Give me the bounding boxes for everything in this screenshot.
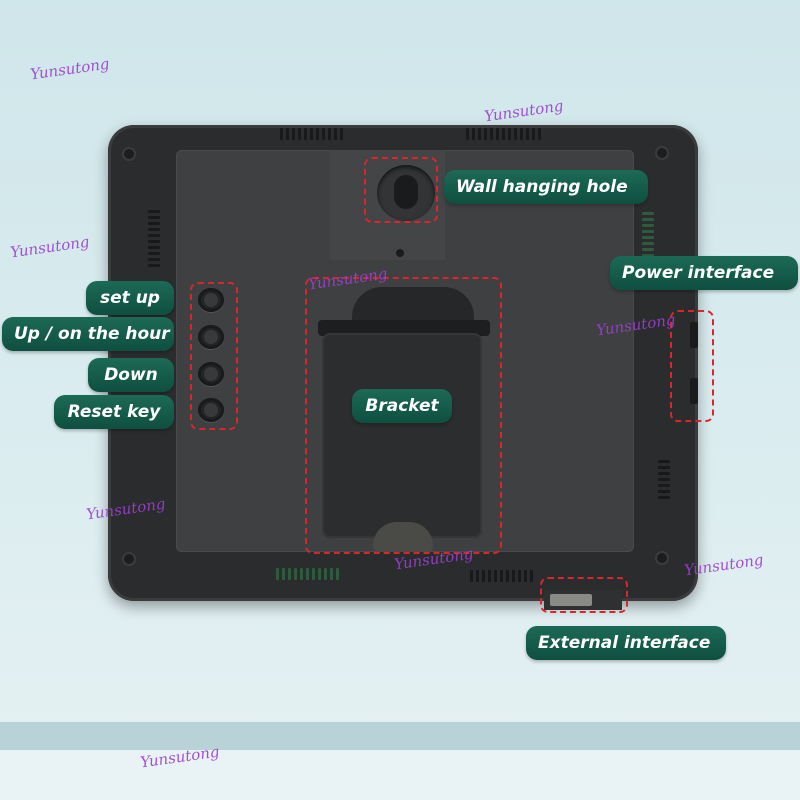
surface-edge (0, 722, 800, 750)
watermark: Yunsutong (29, 54, 111, 84)
screw-hole (396, 249, 404, 257)
top-vent (466, 128, 541, 140)
set-up-button[interactable] (198, 288, 224, 312)
bottom-vent (276, 568, 339, 580)
highlight-power (670, 310, 714, 422)
watermark: Yunsutong (9, 232, 91, 262)
wall-hanging-hole (377, 165, 435, 221)
label-bracket: Bracket (352, 389, 452, 423)
label-reset-key: Reset key (54, 395, 174, 429)
reset-button[interactable] (198, 398, 224, 422)
label-set-up: set up (86, 281, 174, 315)
power-port[interactable] (690, 322, 698, 348)
top-vent (280, 128, 343, 140)
highlight-buttons (190, 282, 238, 430)
right-vent-lower (658, 460, 670, 499)
label-up-on-the-hour: Up / on the hour (2, 317, 174, 351)
watermark: Yunsutong (483, 96, 565, 126)
keyhole-slot (394, 175, 418, 209)
power-port[interactable] (690, 378, 698, 404)
corner-screw (657, 553, 667, 563)
up-button[interactable] (198, 325, 224, 349)
label-wall-hanging-hole: Wall hanging hole (444, 170, 648, 204)
highlight-bracket (305, 277, 502, 554)
label-down: Down (88, 358, 174, 392)
external-port[interactable] (544, 590, 622, 610)
bracket-hinge (318, 320, 490, 336)
highlight-external (540, 577, 628, 613)
label-power-interface: Power interface (610, 256, 798, 290)
bracket-stand[interactable] (322, 333, 482, 538)
surface-front (0, 750, 800, 800)
corner-screw (124, 149, 134, 159)
label-external-interface: External interface (526, 626, 726, 660)
corner-screw (124, 554, 134, 564)
bracket-pull-tab[interactable] (373, 522, 433, 552)
highlight-wall-hole (364, 157, 438, 223)
down-button[interactable] (198, 362, 224, 386)
bottom-vent (470, 570, 533, 582)
corner-screw (657, 148, 667, 158)
left-vent (148, 210, 160, 267)
